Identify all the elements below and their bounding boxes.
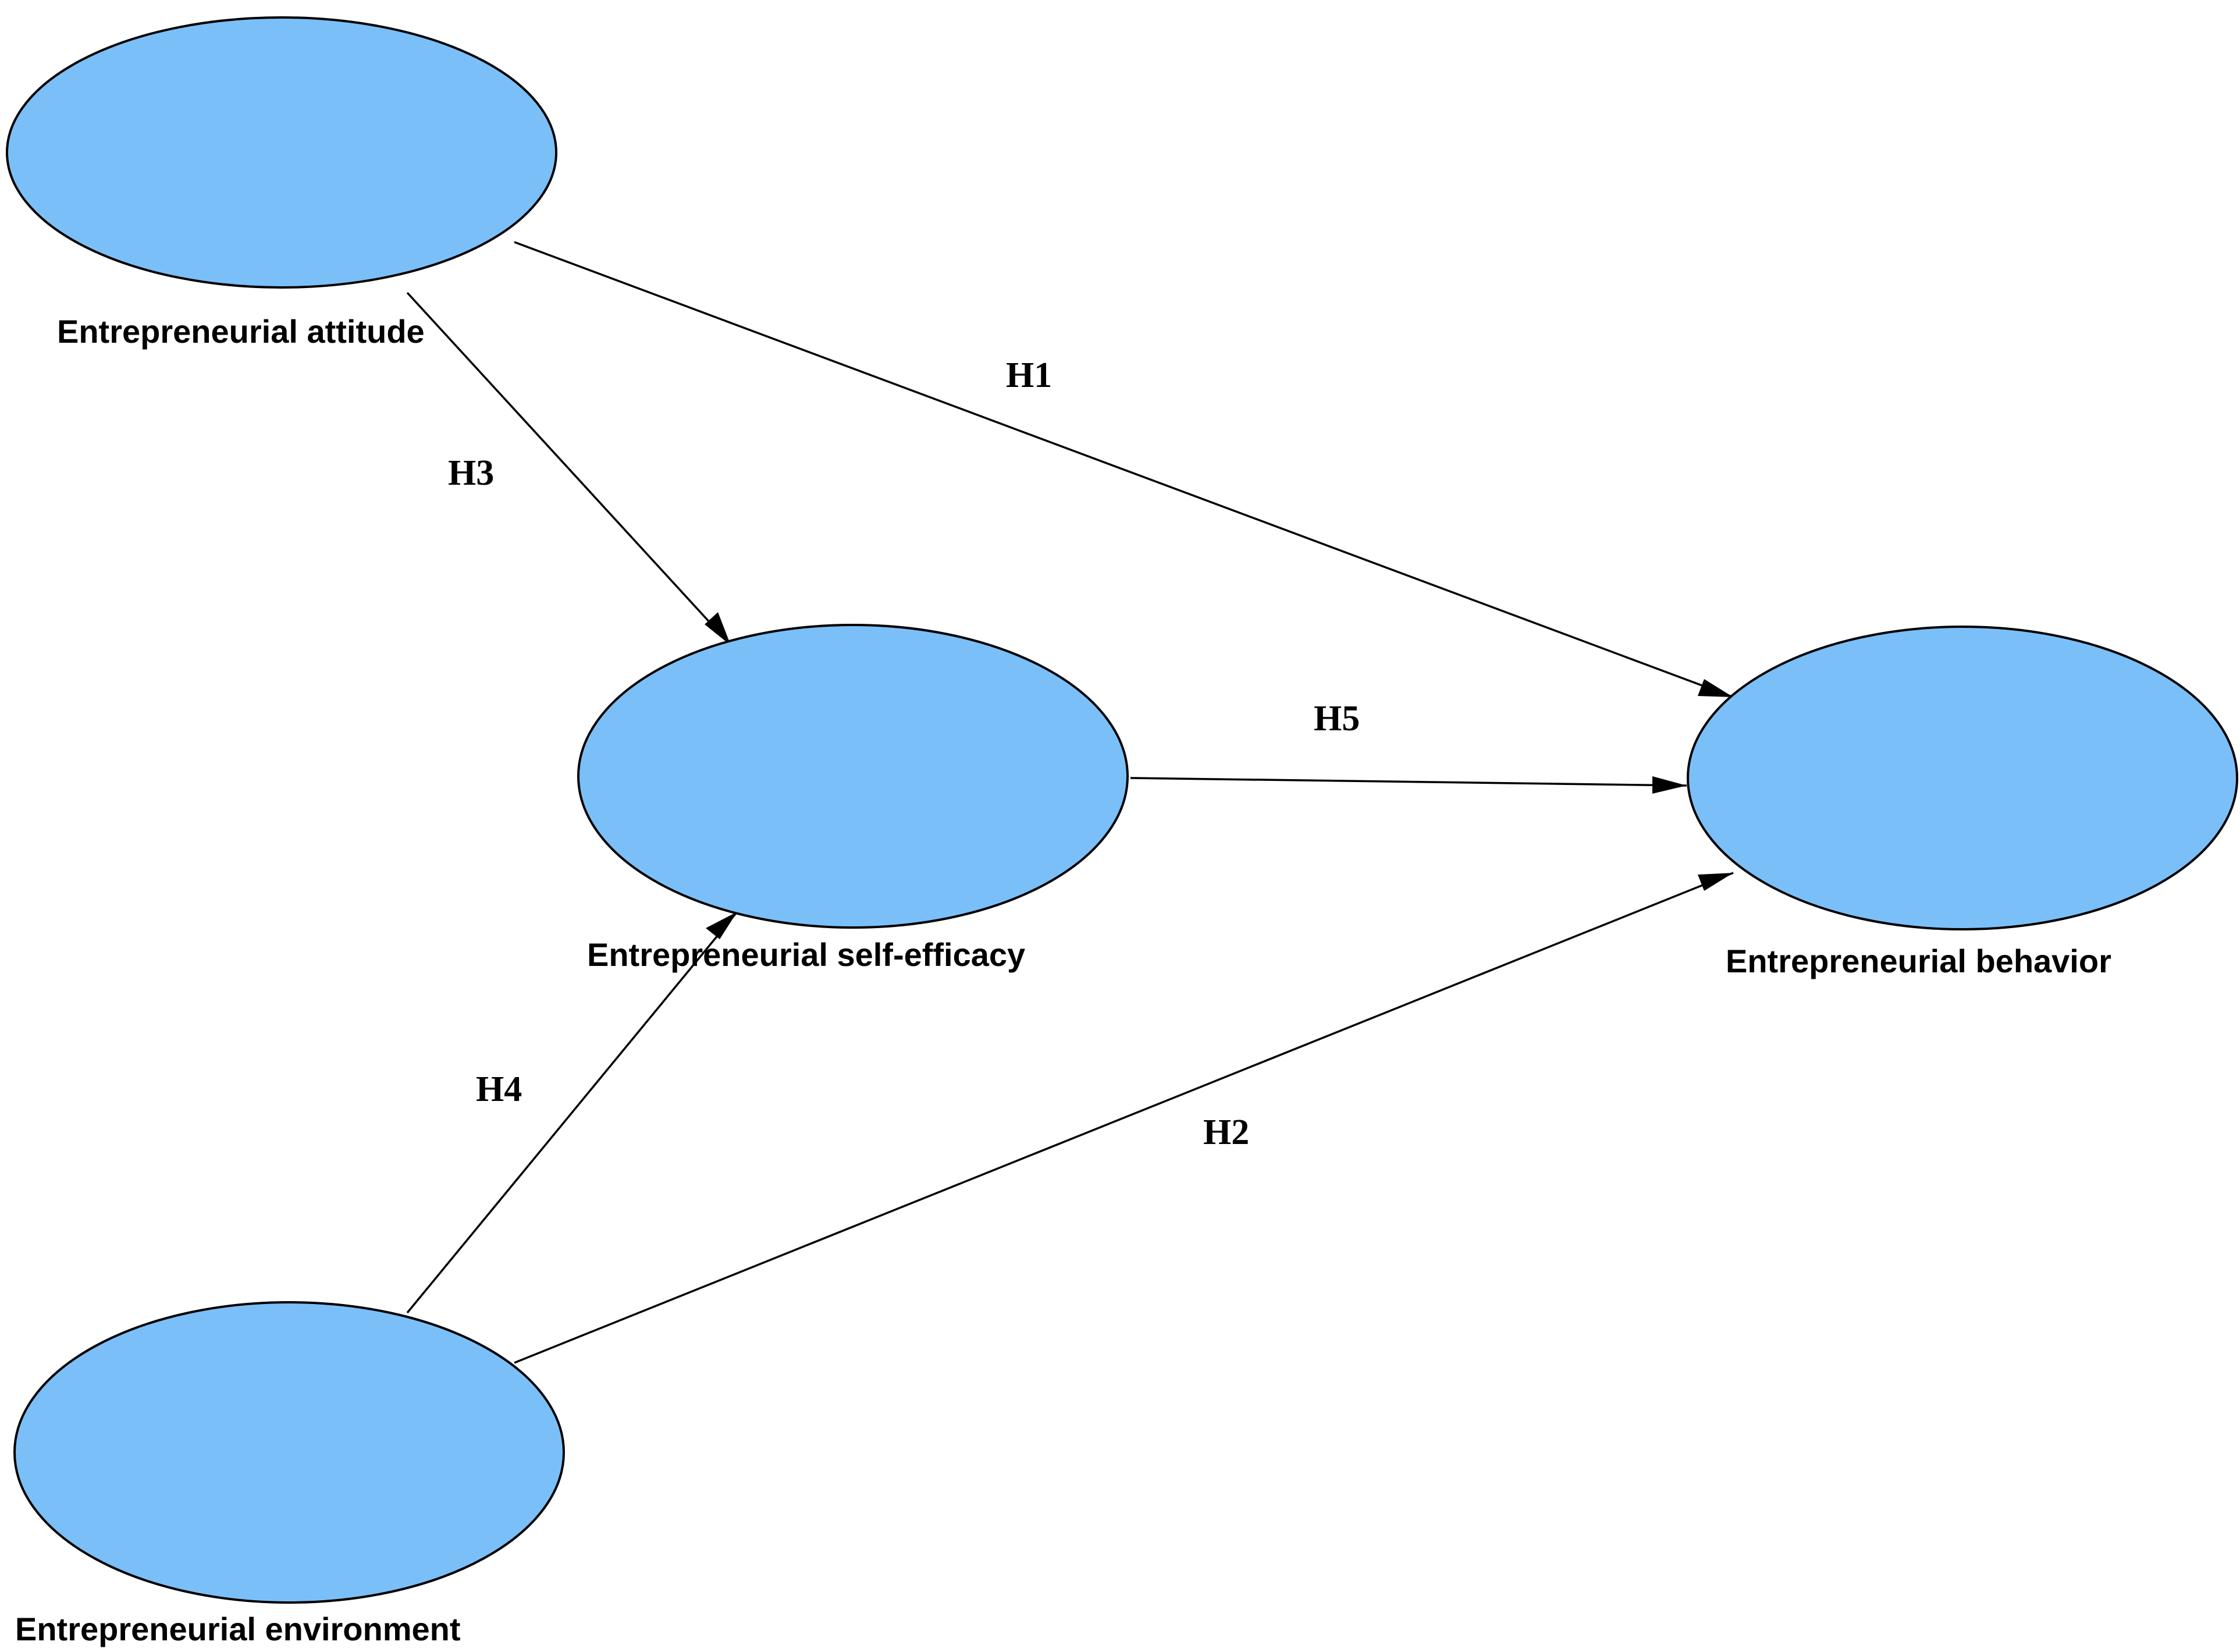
edge-label-h4: H4 — [476, 1070, 522, 1109]
node-environment-ellipse — [13, 1301, 565, 1604]
arrowheads — [705, 612, 1733, 939]
node-label-self-efficacy: Entrepreneurial self-efficacy — [587, 936, 1025, 973]
edge-label-h2: H2 — [1203, 1113, 1249, 1152]
node-self-efficacy-ellipse — [577, 624, 1129, 929]
edge-label-h5: H5 — [1314, 699, 1360, 738]
edge-h3-attitude-to-self-efficacy — [406, 292, 732, 646]
edges — [406, 241, 1734, 1364]
edge-h4-environment-to-self-efficacy — [406, 911, 738, 1314]
arrowhead-h1 — [1698, 679, 1733, 697]
edge-h1-attitude-to-behavior — [514, 241, 1734, 698]
node-labels: Entrepreneurial attitude Entrepreneurial… — [15, 313, 2111, 1647]
edge-label-h1: H1 — [1006, 356, 1052, 395]
node-attitude-ellipse — [6, 16, 557, 289]
edge-label-h3: H3 — [448, 453, 494, 493]
arrowhead-h4 — [706, 912, 737, 939]
arrowhead-h3 — [705, 612, 731, 645]
arrowhead-h5 — [1652, 776, 1687, 794]
nodes — [6, 16, 2238, 1604]
arrowhead-h2 — [1698, 873, 1733, 891]
edge-labels: H1 H2 H3 H4 H5 — [448, 356, 1360, 1152]
node-label-environment: Entrepreneurial environment — [15, 1611, 461, 1647]
edge-h2-environment-to-behavior — [514, 872, 1734, 1364]
node-behavior-ellipse — [1687, 626, 2238, 930]
edge-h5-self-efficacy-to-behavior — [1130, 777, 1687, 787]
node-label-behavior: Entrepreneurial behavior — [1726, 943, 2111, 979]
node-label-attitude: Entrepreneurial attitude — [57, 313, 425, 350]
